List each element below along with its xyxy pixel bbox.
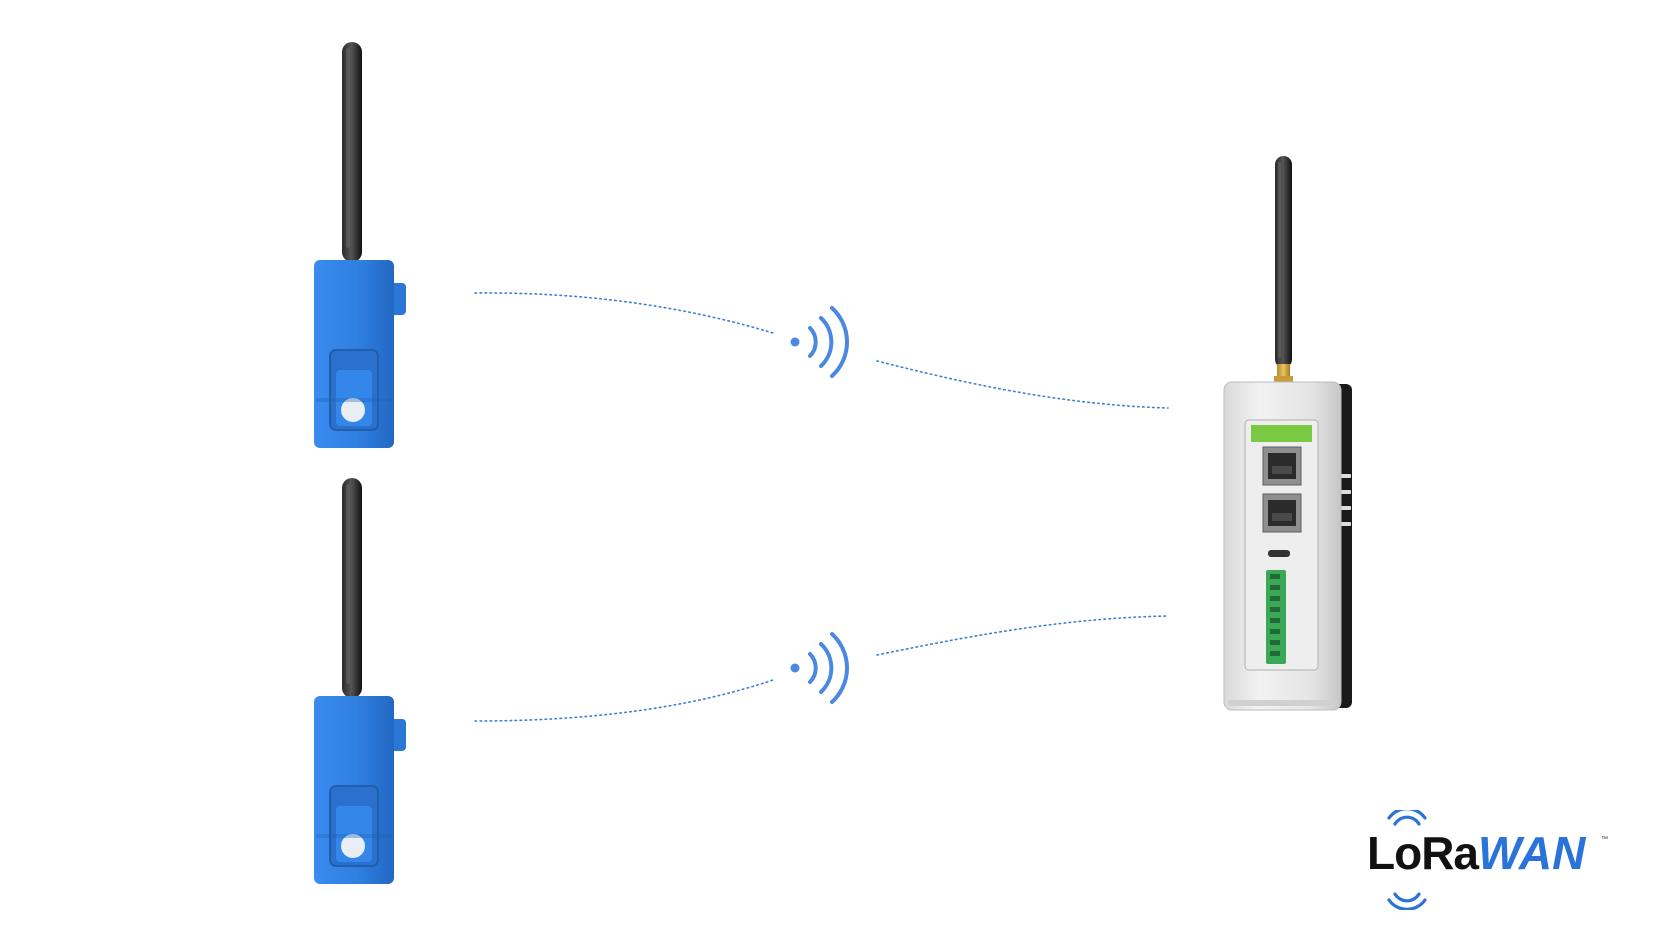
lorawan-logo: LoRaWAN ™ xyxy=(1355,810,1615,910)
signal-arc-small xyxy=(808,652,818,684)
link-sensor2-to-signal2 xyxy=(474,679,774,722)
logo-text-lora: LoRa xyxy=(1367,827,1479,879)
logo-wordmark: LoRaWAN xyxy=(1367,830,1585,876)
logo-trademark: ™ xyxy=(1601,836,1608,843)
wireless-signal-2 xyxy=(790,632,850,704)
connection-links xyxy=(474,292,1169,722)
gateway-status-bar xyxy=(1251,425,1312,442)
signal-arc-small xyxy=(808,326,818,358)
sensor-button xyxy=(341,834,365,858)
link-signal2-to-gateway xyxy=(876,615,1169,656)
signal-dot xyxy=(790,663,800,673)
ethernet-port-2 xyxy=(1262,493,1302,533)
sensor-2 xyxy=(314,478,406,884)
gateway-vents xyxy=(1340,474,1351,526)
signal-arc-medium xyxy=(819,316,834,368)
link-signal1-to-gateway xyxy=(876,360,1169,409)
gateway xyxy=(1223,156,1352,711)
signal-arc-large xyxy=(830,632,850,704)
usb-port xyxy=(1268,550,1290,557)
signal-arc-large xyxy=(830,306,850,378)
sensor-antenna xyxy=(342,478,362,698)
logo-signal-icon xyxy=(1387,810,1427,910)
terminal-block xyxy=(1266,570,1286,664)
wireless-signal-1 xyxy=(790,306,850,378)
logo-text-wan: WAN xyxy=(1478,827,1586,879)
link-sensor1-to-signal1 xyxy=(474,292,774,334)
gateway-antenna xyxy=(1275,156,1292,368)
signal-dot xyxy=(790,337,800,347)
sensor-antenna xyxy=(342,42,362,262)
ethernet-port-1 xyxy=(1262,446,1302,486)
sensor-button xyxy=(341,398,365,422)
sensor-1 xyxy=(314,42,406,448)
signal-arc-medium xyxy=(819,642,834,694)
